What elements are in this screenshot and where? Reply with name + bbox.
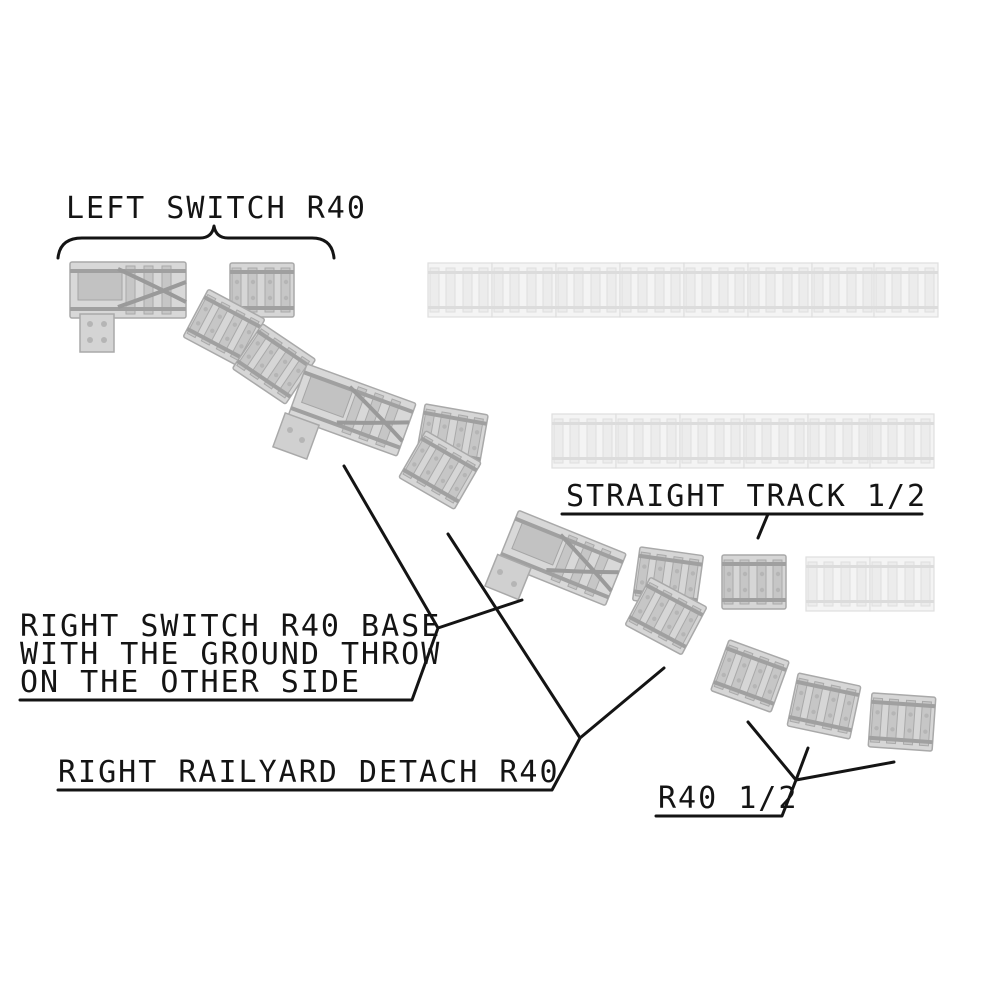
label-straight-track: STRAIGHT TRACK 1/2 [566,479,927,514]
straight-track-full-top [427,262,939,318]
ground-throw-railyard-detach [483,553,533,601]
ground-throw-right-switch [271,411,321,461]
straight-track-leader [560,512,924,540]
label-right-switch-line3: ON THE OTHER SIDE [20,665,361,700]
label-left-switch: LEFT SWITCH R40 [66,191,367,226]
right-switch-leader [18,464,524,702]
left-switch-brace [56,224,336,260]
label-right-switch-line1: RIGHT SWITCH R40 BASE [20,609,441,644]
straight-track-half-ghost [805,556,935,612]
label-r40-half: R40 1/2 [658,781,798,816]
railyard-detach-leader [56,532,666,792]
label-right-switch-line2: WITH THE GROUND THROW [20,637,441,672]
straight-track-full-middle [551,413,935,469]
straight-track-half-piece [721,554,787,610]
r40-half-leader [654,720,896,818]
label-railyard-detach: RIGHT RAILYARD DETACH R40 [58,755,560,790]
left-switch-r40 [68,260,295,353]
